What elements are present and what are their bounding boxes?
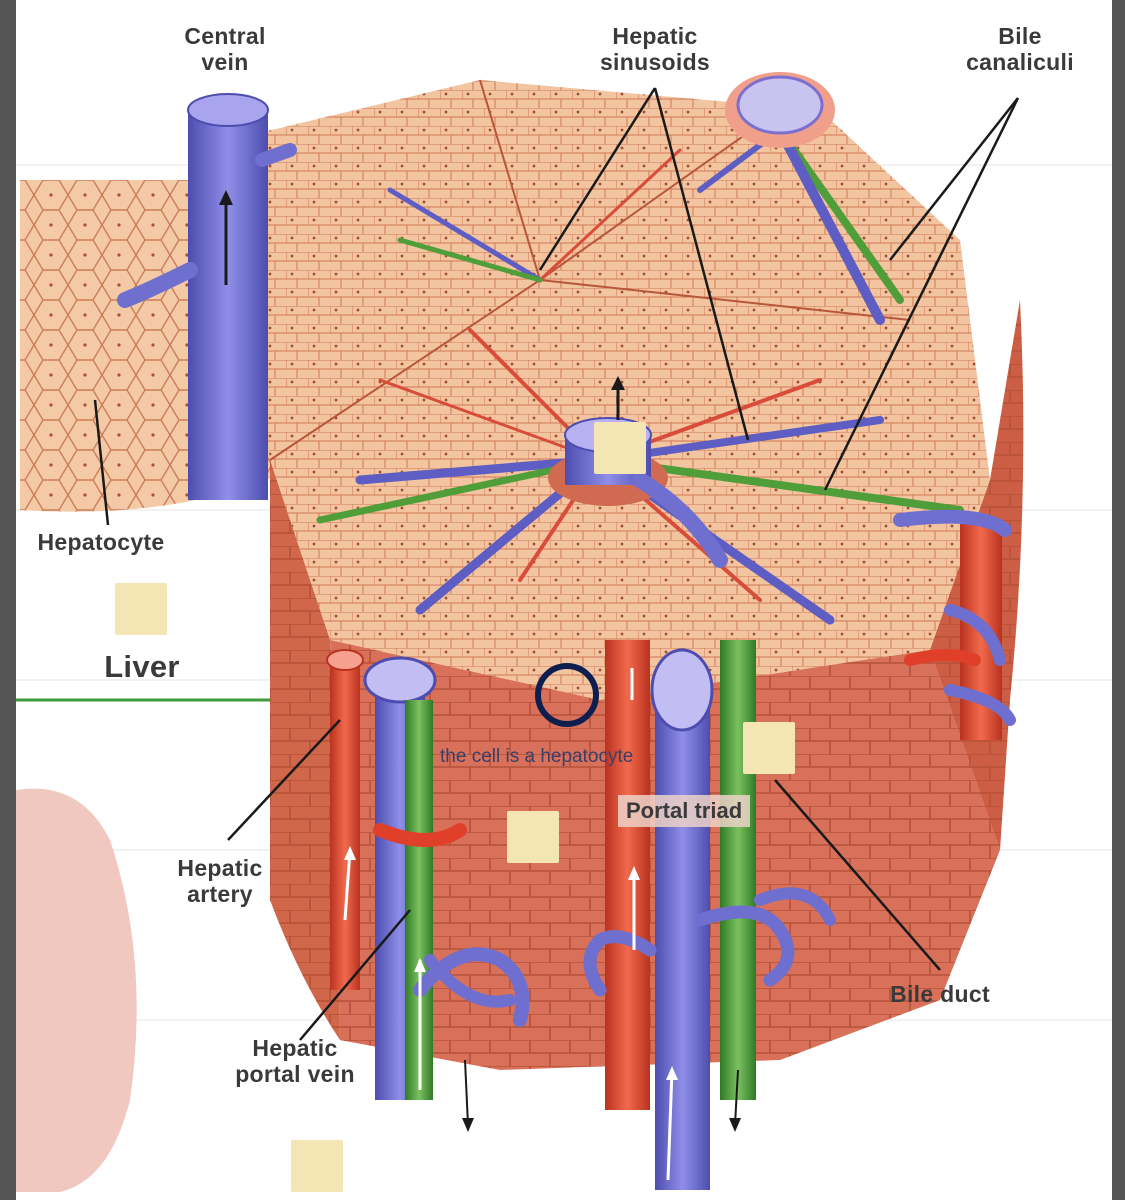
- answer-box-tissue[interactable]: [507, 811, 559, 863]
- right-frame-edge: [1112, 0, 1125, 1200]
- hepatocyte-label: Hepatocyte: [37, 529, 165, 555]
- portal-triad-label: Portal triad: [618, 795, 751, 827]
- answer-box-liver[interactable]: [115, 583, 167, 635]
- left-frame-edge: [0, 0, 16, 1200]
- hepatic-sinusoids-label: Hepatic sinusoids: [599, 23, 711, 75]
- hepatic-portal-vein-label: Hepatic portal vein: [235, 1035, 355, 1087]
- far-central-vein: [736, 75, 824, 135]
- label-leader-lines: [93, 87, 1020, 1041]
- portal-triad-left: [326, 649, 530, 1132]
- answer-box-bile-duct[interactable]: [743, 722, 795, 774]
- hepatocyte-annotation: the cell is a hepatocyte: [440, 746, 634, 767]
- liver-label: Liver: [104, 649, 180, 684]
- answer-box-central-vein[interactable]: [594, 422, 646, 474]
- central-vein-label: Central vein: [184, 23, 266, 75]
- bile-canaliculi-label: Bile canaliculi: [966, 23, 1074, 75]
- portal-triad-center: [583, 640, 836, 1190]
- portal-triad-right: [893, 509, 1016, 740]
- outer-liver-tissue: [16, 788, 137, 1192]
- hepatic-artery-label: Hepatic artery: [177, 855, 263, 907]
- left-central-vein: [188, 110, 268, 500]
- selected-cell-marker[interactable]: [535, 663, 599, 727]
- bile-duct-label: Bile duct: [890, 981, 990, 1007]
- answer-box-portal-vein[interactable]: [291, 1140, 343, 1192]
